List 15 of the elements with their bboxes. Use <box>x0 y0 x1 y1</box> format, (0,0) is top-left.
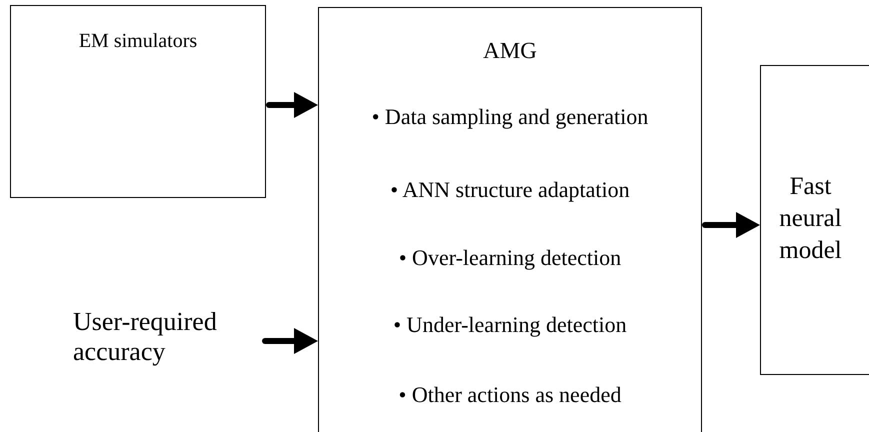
bullet-item: • Data sampling and generation <box>370 106 650 128</box>
input-label: User-required accuracy <box>73 307 218 367</box>
arrow <box>266 92 318 118</box>
box-label: Fast neural model <box>778 172 843 266</box>
process-box <box>318 7 702 432</box>
bullet-item: • Other actions as needed <box>398 384 622 406</box>
box-label: EM simulators <box>78 29 198 54</box>
bullet-item: • Under-learning detection <box>392 314 628 336</box>
process-box <box>760 65 869 375</box>
process-box <box>10 5 266 198</box>
arrow <box>262 328 318 354</box>
arrow <box>702 212 760 238</box>
bullet-item: • ANN structure adaptation <box>389 179 631 201</box>
box-title: AMG <box>482 39 538 62</box>
bullet-item: • Over-learning detection <box>398 247 622 269</box>
